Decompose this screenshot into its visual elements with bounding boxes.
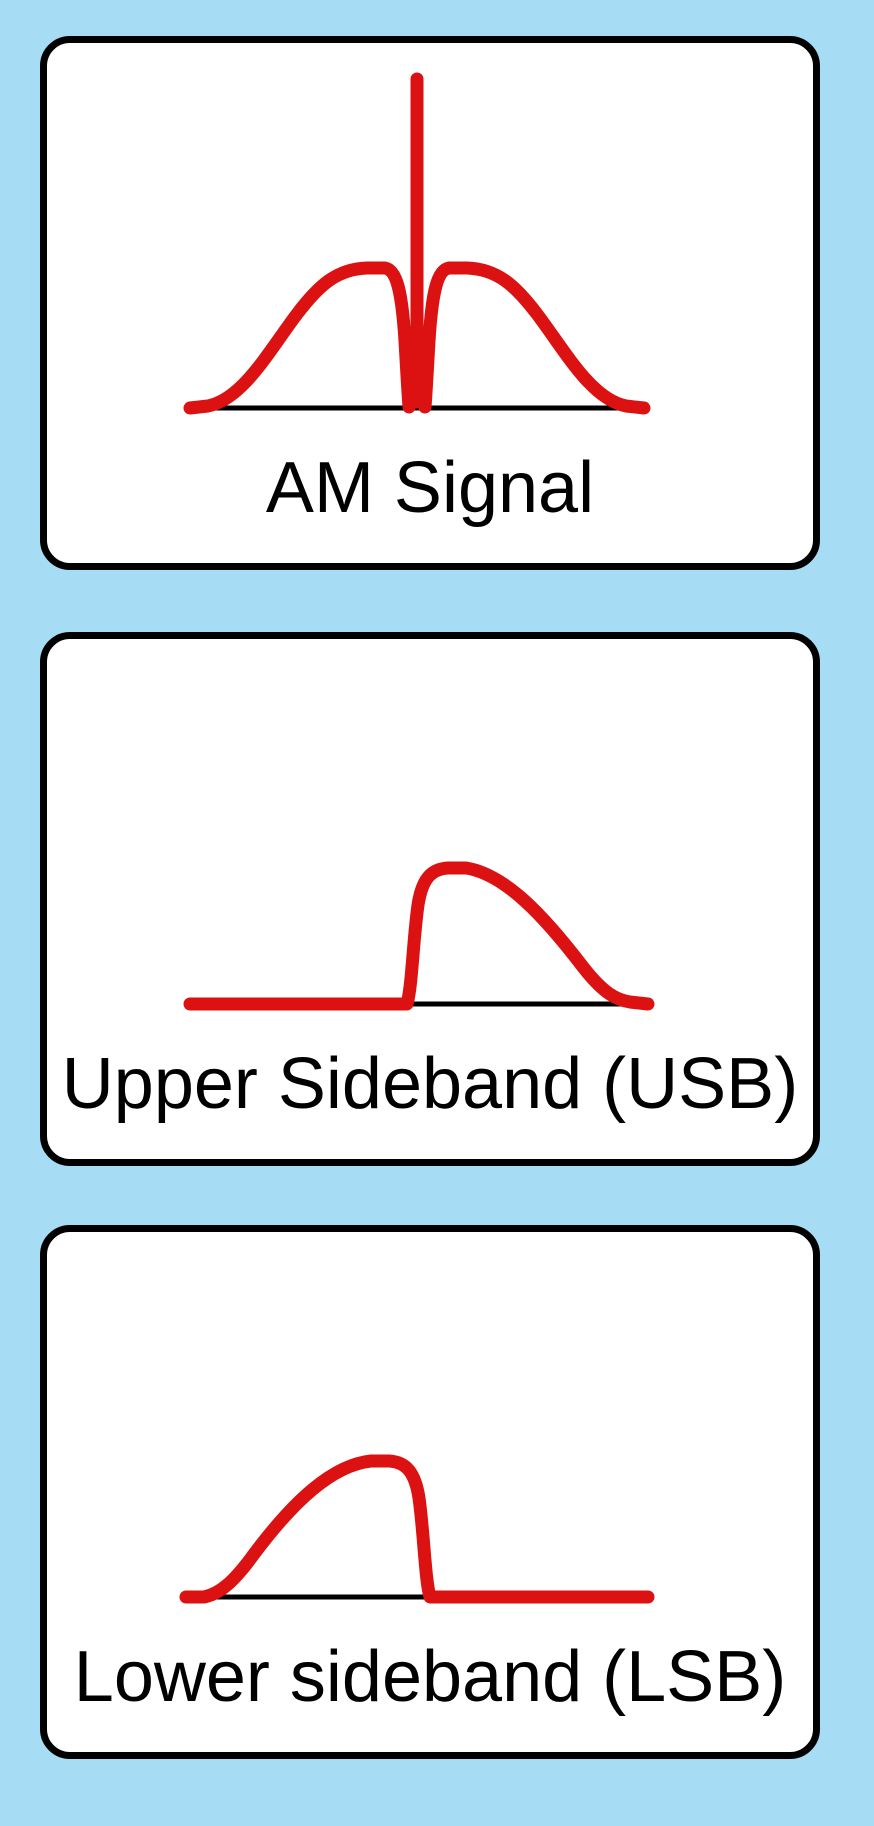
panel-label-lsb: Lower sideband (LSB) (73, 1637, 787, 1717)
usb-spectrum-figure (183, 861, 655, 1011)
panel-label-am: AM Signal (265, 448, 595, 528)
sideband-humps-curve (183, 261, 651, 415)
lower-sideband-curve (179, 1454, 655, 1604)
upper-sideband-curve (183, 861, 655, 1011)
am-spectrum-figure (183, 72, 651, 415)
panel-label-usb: Upper Sideband (USB) (61, 1044, 799, 1124)
lsb-spectrum-figure (179, 1454, 655, 1604)
am-signal-panel: AM Signal (40, 36, 820, 570)
upper-sideband-panel: Upper Sideband (USB) (40, 632, 820, 1166)
lower-sideband-panel: Lower sideband (LSB) (40, 1225, 820, 1759)
